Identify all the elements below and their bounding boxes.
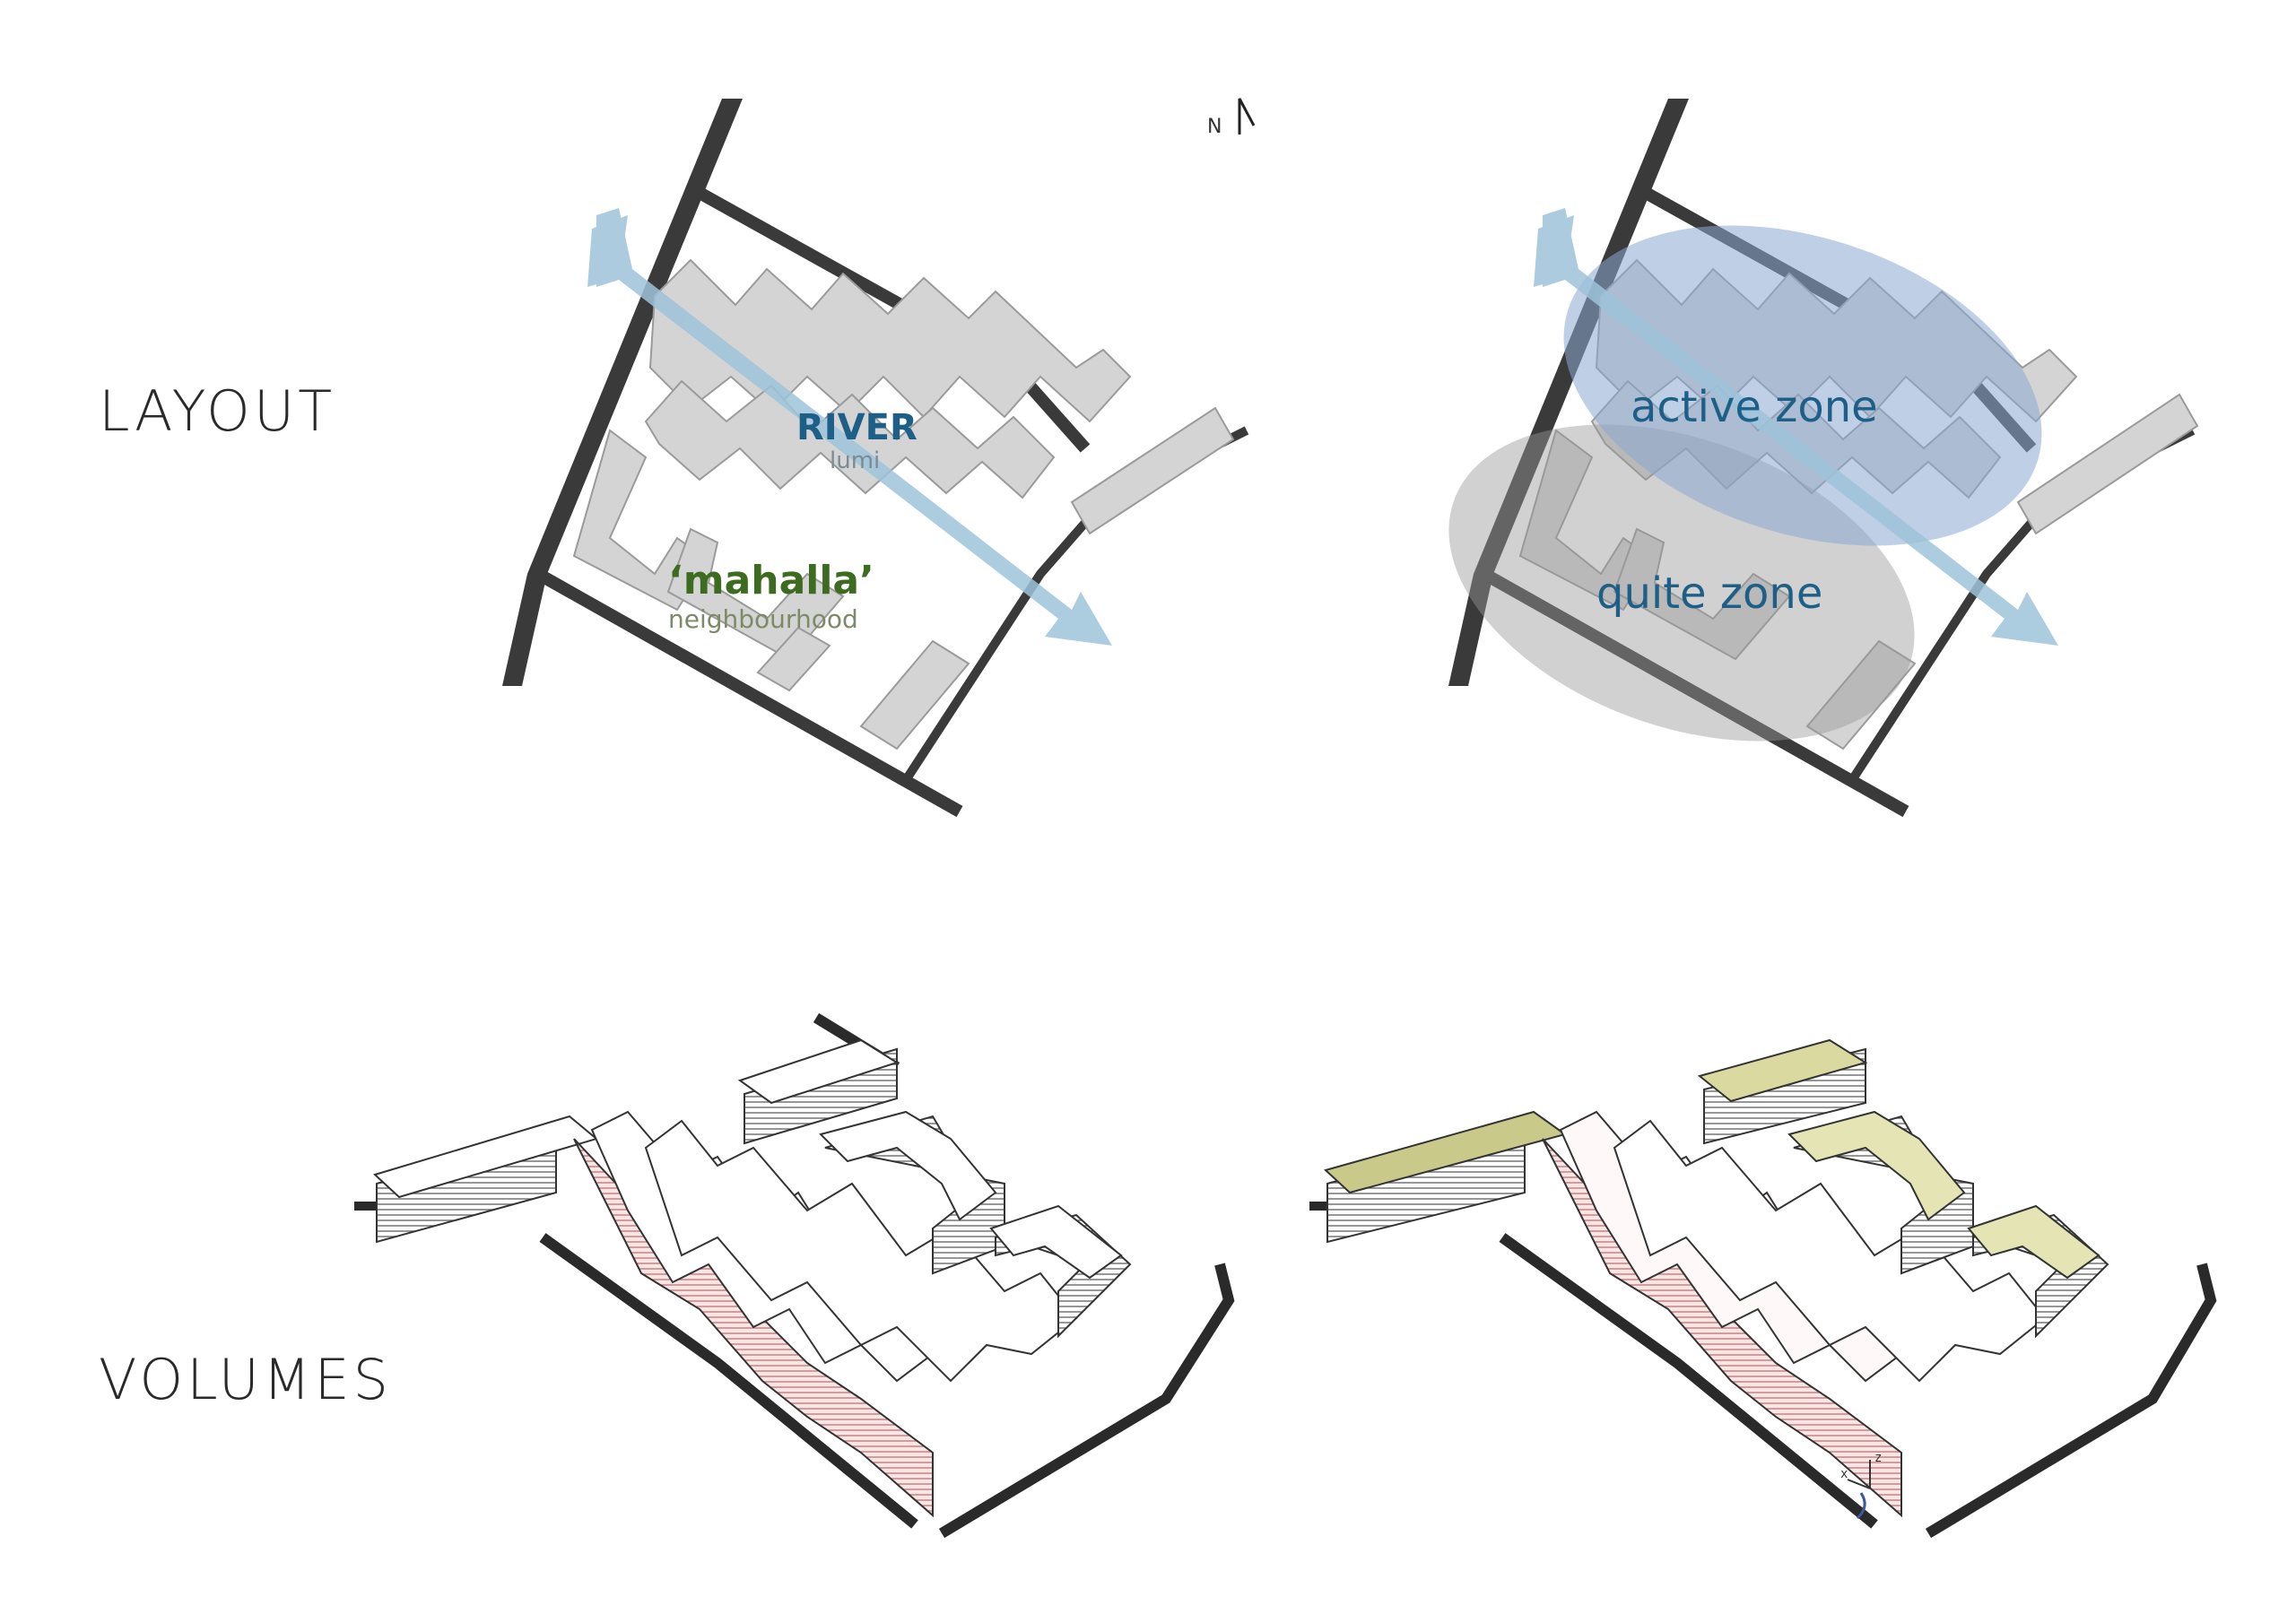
north-arrow-icon: N: [1207, 98, 1256, 138]
building-u-south-roof: [1967, 1204, 2100, 1280]
road-south: [539, 1233, 918, 1529]
road-west: [502, 99, 743, 686]
building-bar-south-2: [756, 626, 831, 692]
mahalla-label: ‘mahalla’: [668, 558, 874, 603]
axis-gizmo-icon: z x: [1840, 1451, 1882, 1520]
mahalla-sublabel: neighbourhood: [668, 604, 858, 634]
road-south: [535, 568, 963, 818]
active-zone-ellipse: [1563, 225, 2042, 546]
building-ne-arm: [1070, 406, 1235, 535]
road-east: [938, 1263, 1235, 1539]
building-bar-south: [859, 639, 970, 751]
building-u-west: [572, 429, 710, 612]
road-south: [1481, 568, 1909, 818]
building-ne-arm: [2016, 393, 2199, 535]
layout-plan-river-mahalla: RIVER lumi ‘mahalla’ neighbourhood: [502, 99, 1249, 818]
building-u-centre: [1613, 527, 1791, 661]
building-bar-south: [1805, 639, 1917, 751]
river-flow-arrow-icon: [587, 208, 1112, 646]
layout-section-label: LAYOUT: [99, 378, 335, 444]
building-u-east-roof: [819, 1110, 997, 1221]
river-sublabel: lumi: [830, 447, 880, 474]
building-u-east-roof: [1787, 1110, 1966, 1221]
layout-plan-zones: active zone quite zone: [1448, 99, 2199, 818]
volumes-section-label: VOLUMES: [99, 1347, 392, 1412]
building-north-roof: [1697, 1038, 1868, 1103]
road-south: [1499, 1233, 1878, 1529]
building-u-centre: [666, 527, 845, 661]
quiet-zone-label: quite zone: [1596, 568, 1822, 619]
river-label: RIVER: [796, 407, 918, 448]
building-u-south-roof: [989, 1204, 1123, 1280]
road-west: [1448, 99, 1689, 686]
road-east: [1925, 1263, 2217, 1539]
volumes-model-right: z x: [1309, 1038, 2217, 1539]
north-letter: N: [1207, 116, 1222, 138]
building-north-roof: [737, 1038, 900, 1105]
active-zone-label: active zone: [1631, 382, 1878, 432]
axis-z-label: z: [1874, 1451, 1882, 1465]
river-flow-arrow-icon: [1534, 208, 2058, 646]
building-u-west: [1518, 429, 1657, 612]
axis-x-label: x: [1840, 1467, 1848, 1481]
volumes-model-left: [354, 1012, 1235, 1539]
